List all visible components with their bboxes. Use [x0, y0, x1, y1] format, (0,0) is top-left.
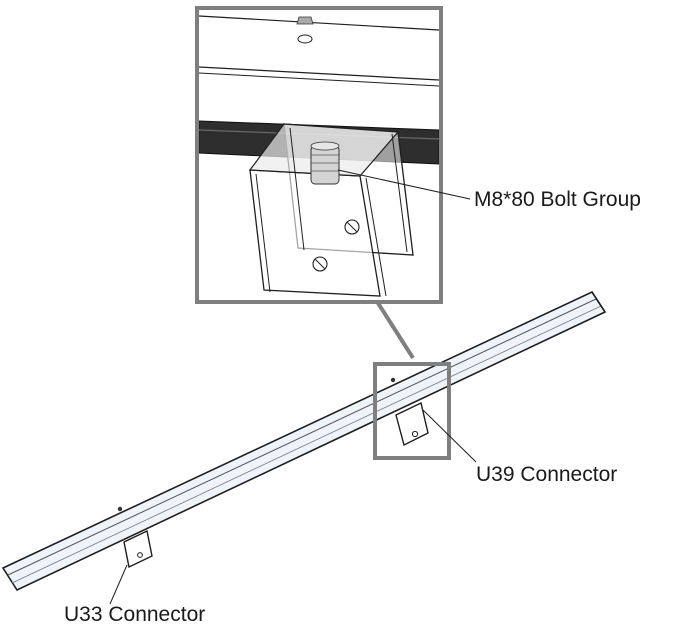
zoom-connector-line: [376, 301, 415, 360]
zoom-bracket-front: [249, 169, 381, 297]
zoom-bracket-edge-2: [255, 173, 271, 293]
rail-pin-right: [390, 377, 396, 383]
u33-plate: [123, 529, 153, 569]
u39-leader-line: [422, 409, 477, 463]
zoom-plate-line-1: [198, 15, 440, 31]
main-rail: [1, 290, 607, 592]
detail-zoom-view: [195, 6, 443, 304]
detail-highlight-frame: [373, 362, 451, 460]
zoom-top-hole: [297, 34, 313, 44]
u39-connector-part: [395, 401, 429, 447]
zoom-bracket-edge-4: [391, 133, 408, 253]
u33-leader-line: [109, 564, 128, 605]
bolt-group-label: M8*80 Bolt Group: [474, 188, 641, 211]
u33-connector-label: U33 Connector: [64, 603, 206, 626]
zoom-hole-lower: [312, 256, 328, 272]
bolt-leader-line: [337, 169, 471, 200]
rail-bottom-edge-line: [11, 305, 602, 584]
zoom-top-nut: [296, 16, 314, 25]
zoom-bolt: [310, 141, 340, 185]
zoom-frame-border: [195, 6, 443, 304]
u39-plate: [395, 401, 429, 447]
rail-pin-left: [117, 506, 123, 512]
zoom-bracket-edge-1: [289, 127, 305, 251]
rail-end-cap: [591, 291, 606, 313]
u39-connector-label: U39 Connector: [476, 463, 618, 486]
u33-connector-part: [123, 529, 153, 569]
rail-top-edge-line: [7, 298, 597, 576]
u39-hole: [411, 430, 419, 438]
zoom-hole-upper: [344, 219, 360, 235]
u33-hole: [137, 552, 143, 558]
zoom-bracket-edge-3: [365, 177, 387, 297]
zoom-plate-line-2: [198, 66, 440, 81]
zoom-plate-line-3: [198, 72, 440, 87]
